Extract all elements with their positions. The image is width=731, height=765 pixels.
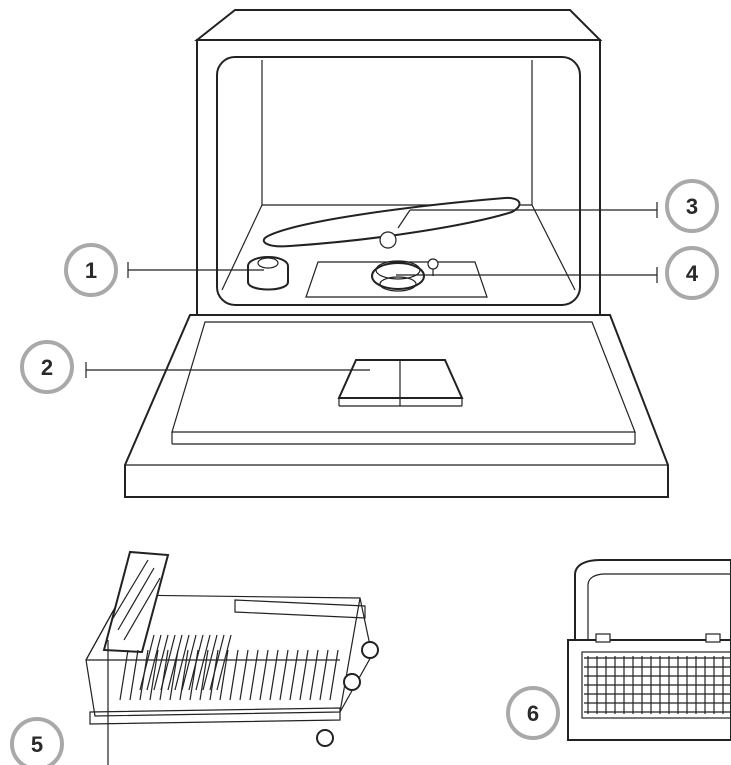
callout-5: 5 <box>12 719 62 765</box>
salt-container-cap <box>248 257 288 290</box>
callout-6-label: 6 <box>527 701 539 726</box>
cutlery-basket <box>568 560 731 740</box>
callout-4: 4 <box>667 248 717 298</box>
callout-4-label: 4 <box>686 261 699 286</box>
callout-3-label: 3 <box>686 194 698 219</box>
callout-1: 1 <box>66 245 116 295</box>
callout-3: 3 <box>667 181 717 231</box>
callout-6: 6 <box>508 688 558 738</box>
callout-2-label: 2 <box>41 355 53 380</box>
filter-assembly <box>306 259 487 297</box>
callout-2: 2 <box>22 342 72 392</box>
callout-5-label: 5 <box>31 732 43 757</box>
dish-rack <box>86 552 378 765</box>
callout-1-label: 1 <box>85 258 97 283</box>
